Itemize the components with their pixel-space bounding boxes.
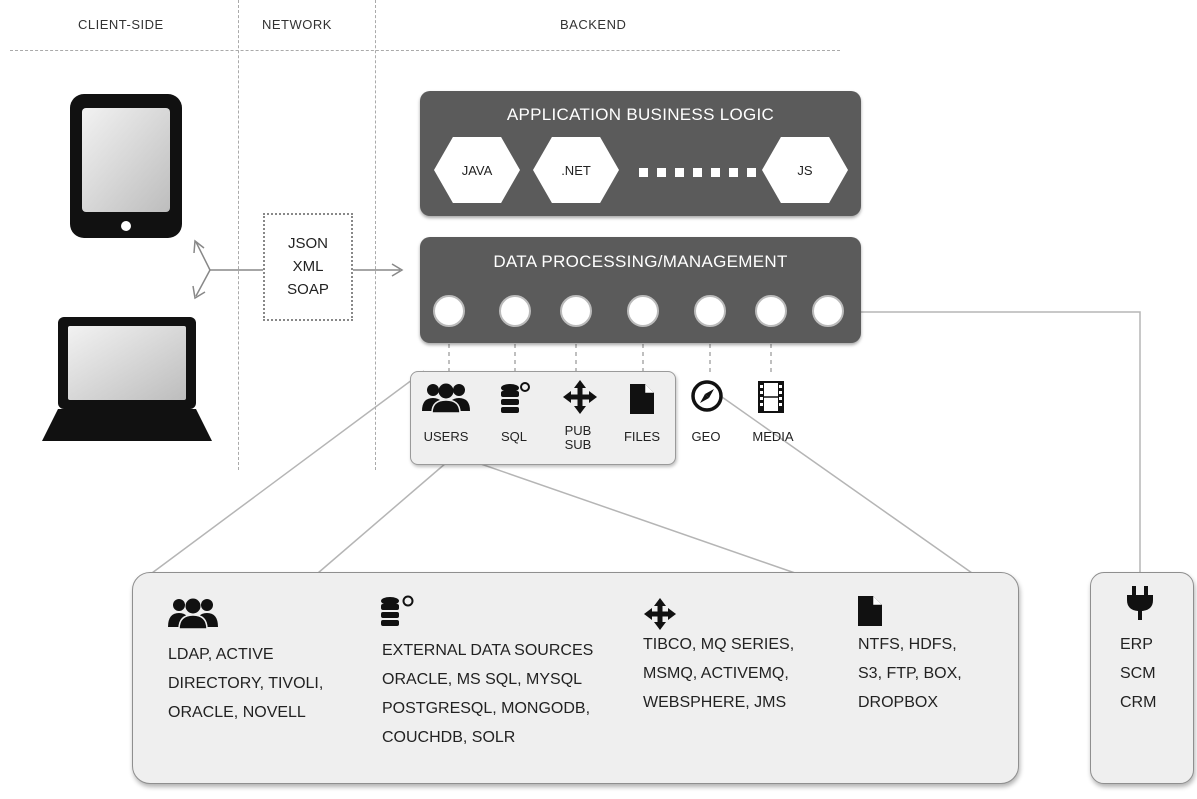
- source-pubsub-label: PUB SUB: [564, 423, 592, 452]
- lang-js: JS: [762, 137, 848, 203]
- connector-node-7: [812, 295, 844, 327]
- connector-node-1: [433, 295, 465, 327]
- data-format-box: JSON XML SOAP: [263, 213, 353, 321]
- laptop-icon: [42, 317, 212, 441]
- files-detail-text: NTFS, HDFS, S3, FTP, BOX, DROPBOX: [858, 636, 962, 711]
- plug-icon: [1127, 586, 1153, 620]
- enterprise-box: [1090, 572, 1194, 784]
- source-users-label: USERS: [423, 429, 469, 444]
- users-detail-text: LDAP, ACTIVE DIRECTORY, TIVOLI, ORACLE, …: [168, 646, 324, 721]
- source-geo-label: GEO: [691, 429, 721, 444]
- lang-java: JAVA: [434, 137, 520, 203]
- format-json: JSON: [287, 235, 328, 252]
- client-side-header: CLIENT-SIDE: [78, 17, 164, 32]
- business-logic-panel: APPLICATION BUSINESS LOGIC JAVA .NET JS: [420, 91, 861, 216]
- backend-header: BACKEND: [560, 17, 627, 32]
- move-arrows-detail-icon: [644, 598, 676, 630]
- connector-node-3: [560, 295, 592, 327]
- header-divider: [10, 50, 840, 51]
- network-header: NETWORK: [262, 17, 332, 32]
- file-detail-icon: [858, 596, 882, 626]
- move-arrows-icon: [563, 380, 597, 414]
- enterprise-erp: ERP: [1120, 636, 1153, 653]
- connector-node-5: [694, 295, 726, 327]
- database-detail-icon: [381, 595, 414, 626]
- users-detail-icon: [168, 598, 218, 630]
- connector-node-2: [499, 295, 531, 327]
- data-processing-panel: DATA PROCESSING/MANAGEMENT: [420, 237, 861, 343]
- database-icon: [501, 382, 530, 413]
- source-media-label: MEDIA: [752, 429, 794, 444]
- film-icon: [758, 381, 784, 413]
- network-backend-divider: [375, 0, 376, 470]
- enterprise-scm: SCM: [1120, 665, 1156, 682]
- connector-node-4: [627, 295, 659, 327]
- compass-icon: [691, 380, 723, 412]
- file-icon: [630, 384, 654, 414]
- client-network-divider: [238, 0, 239, 470]
- enterprise-crm: CRM: [1120, 694, 1157, 711]
- data-processing-title: DATA PROCESSING/MANAGEMENT: [493, 252, 788, 271]
- users-icon: [422, 383, 470, 413]
- connector-node-6: [755, 295, 787, 327]
- ellipsis-dots: [639, 168, 756, 177]
- tablet-icon: [70, 94, 182, 238]
- sql-detail-text: EXTERNAL DATA SOURCES ORACLE, MS SQL, MY…: [382, 642, 594, 746]
- format-xml: XML: [292, 258, 324, 275]
- business-logic-title: APPLICATION BUSINESS LOGIC: [506, 105, 775, 124]
- source-sql-label: SQL: [500, 429, 527, 444]
- pubsub-detail-text: TIBCO, MQ SERIES, MSMQ, ACTIVEMQ, WEBSPH…: [643, 636, 795, 711]
- source-files-label: FILES: [623, 429, 661, 444]
- format-soap: SOAP: [287, 281, 329, 298]
- lang-dotnet: .NET: [533, 137, 619, 203]
